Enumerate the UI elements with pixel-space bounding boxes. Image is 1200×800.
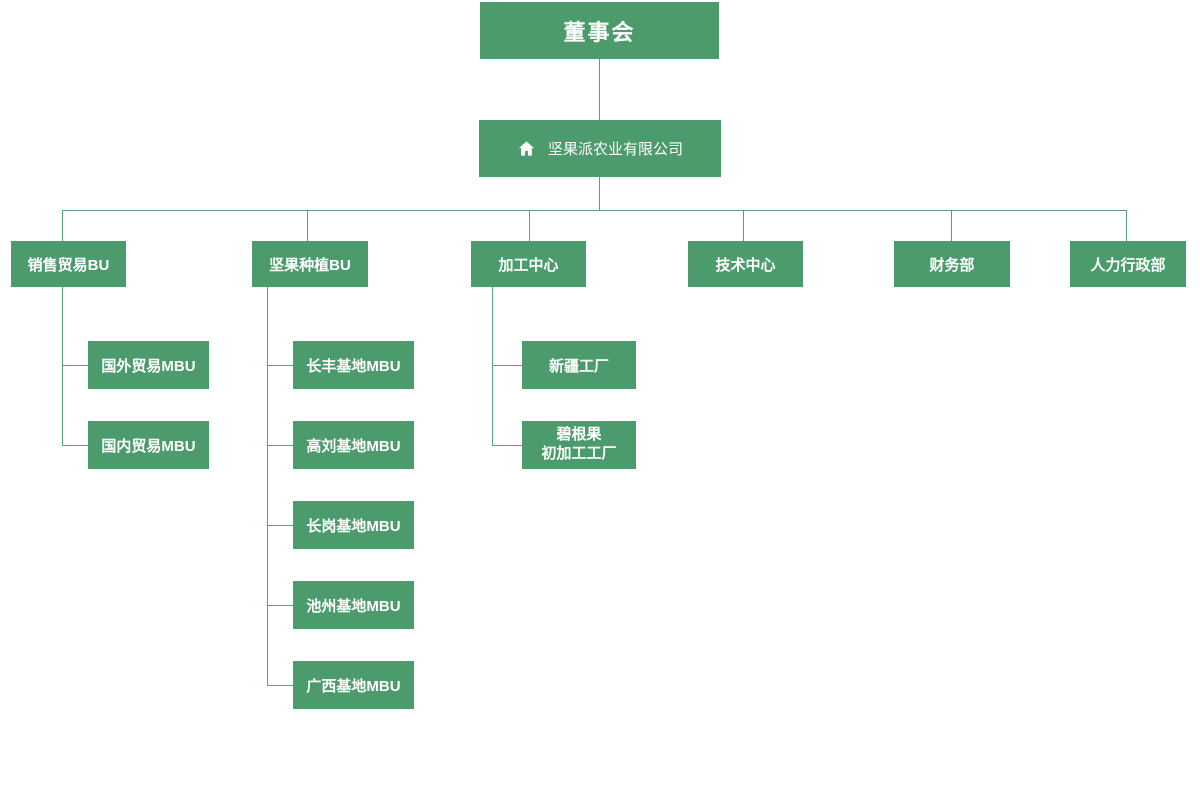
connector-stub <box>492 445 522 446</box>
org-node-dept-hr-admin: 人力行政部 <box>1070 241 1186 287</box>
connector-drop-dept-4 <box>951 210 952 241</box>
connector-vertical-dept-0 <box>62 287 63 445</box>
org-node-changgang-base-mbu: 长岗基地MBU <box>293 501 414 549</box>
connector-drop-dept-5 <box>1126 210 1127 241</box>
org-node-foreign-trade-mbu: 国外贸易MBU <box>88 341 209 389</box>
connector-stub <box>62 445 88 446</box>
connector-stub <box>267 605 293 606</box>
connector-stub <box>62 365 88 366</box>
connector-drop-dept-3 <box>743 210 744 241</box>
connector-drop-dept-1 <box>307 210 308 241</box>
org-node-guangxi-base-mbu: 广西基地MBU <box>293 661 414 709</box>
connector-root-company <box>599 59 600 120</box>
connector-stub <box>267 525 293 526</box>
connector-vertical-dept-2 <box>492 287 493 445</box>
connector-main-horizontal <box>62 210 1127 211</box>
org-node-dept-nut-planting-bu: 坚果种植BU <box>252 241 368 287</box>
org-node-dept-technology-center: 技术中心 <box>688 241 803 287</box>
org-node-company: 坚果派农业有限公司 <box>479 120 721 177</box>
org-node-dept-sales-trade-bu: 销售贸易BU <box>11 241 126 287</box>
org-node-dept-finance: 财务部 <box>894 241 1010 287</box>
connector-stub <box>267 685 293 686</box>
connector-stub <box>267 445 293 446</box>
connector-vertical-dept-1 <box>267 287 268 685</box>
connector-drop-dept-0 <box>62 210 63 241</box>
connector-company-main <box>599 177 600 210</box>
org-node-changfeng-base-mbu: 长丰基地MBU <box>293 341 414 389</box>
connector-stub <box>492 365 522 366</box>
home-icon <box>517 139 536 158</box>
org-node-xinjiang-factory: 新疆工厂 <box>522 341 636 389</box>
org-node-company-label: 坚果派农业有限公司 <box>547 141 683 158</box>
org-node-dept-processing-center: 加工中心 <box>471 241 586 287</box>
org-node-gaoliu-base-mbu: 高刘基地MBU <box>293 421 414 469</box>
connector-stub <box>267 365 293 366</box>
connector-drop-dept-2 <box>529 210 530 241</box>
org-node-domestic-trade-mbu: 国内贸易MBU <box>88 421 209 469</box>
org-node-board: 董事会 <box>480 2 719 59</box>
org-node-chizhou-base-mbu: 池州基地MBU <box>293 581 414 629</box>
org-node-pecan-primary-processing-factory: 碧根果 初加工工厂 <box>522 421 636 469</box>
